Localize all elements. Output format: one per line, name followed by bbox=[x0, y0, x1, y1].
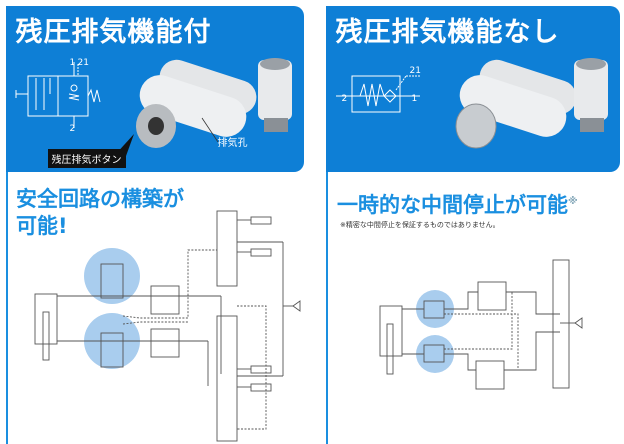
product-image-with-button bbox=[135, 58, 292, 148]
check-valve-symbol-icon bbox=[335, 75, 420, 113]
highlight-circle bbox=[84, 248, 140, 304]
footnote: ※精密な中間停止を保証するものではありません。 bbox=[340, 221, 500, 229]
callout-lines bbox=[113, 117, 218, 156]
intermediate-stop-circuit-diagram bbox=[379, 259, 583, 390]
left-header: 残圧排気機能付 1 21 2 残圧排気ボタン 排気孔 bbox=[5, 6, 304, 172]
highlight-circle bbox=[416, 335, 454, 373]
left-panel: 残圧排気機能付 1 21 2 残圧排気ボタン 排気孔 安全回路の構築が 可能! bbox=[5, 6, 304, 444]
right-header: 残圧排気機能なし 21 2 1 bbox=[325, 6, 620, 172]
port-label-1: 1 bbox=[411, 94, 418, 104]
safety-circuit-diagram bbox=[34, 210, 301, 442]
port-label-1: 1 bbox=[69, 58, 76, 68]
residual-exhaust-button-callout: 残圧排気ボタン bbox=[47, 149, 126, 168]
left-subtitle-line1: 安全回路の構築が bbox=[16, 187, 184, 211]
exhaust-port-callout: 排気孔 bbox=[217, 138, 248, 149]
left-title: 残圧排気機能付 bbox=[15, 17, 212, 48]
port-label-2: 2 bbox=[69, 124, 76, 134]
footnote-mark: ※ bbox=[568, 196, 578, 207]
right-title: 残圧排気機能なし bbox=[335, 17, 560, 48]
right-subtitle: 一時的な中間停止が可能※ bbox=[337, 188, 578, 219]
right-subtitle-text: 一時的な中間停止が可能 bbox=[337, 193, 568, 217]
residual-exhaust-symbol-icon bbox=[15, 62, 100, 128]
port-label-21: 21 bbox=[77, 58, 89, 68]
product-image bbox=[455, 58, 608, 149]
left-subtitle-line2: 可能! bbox=[16, 214, 68, 238]
highlight-circle bbox=[416, 290, 454, 328]
port-label-21: 21 bbox=[409, 66, 421, 76]
right-panel: 残圧排気機能なし 21 2 1 一時的な中間停止が可能※ ※精密な中間停止を保証… bbox=[325, 6, 620, 444]
port-label-2: 2 bbox=[341, 94, 348, 104]
